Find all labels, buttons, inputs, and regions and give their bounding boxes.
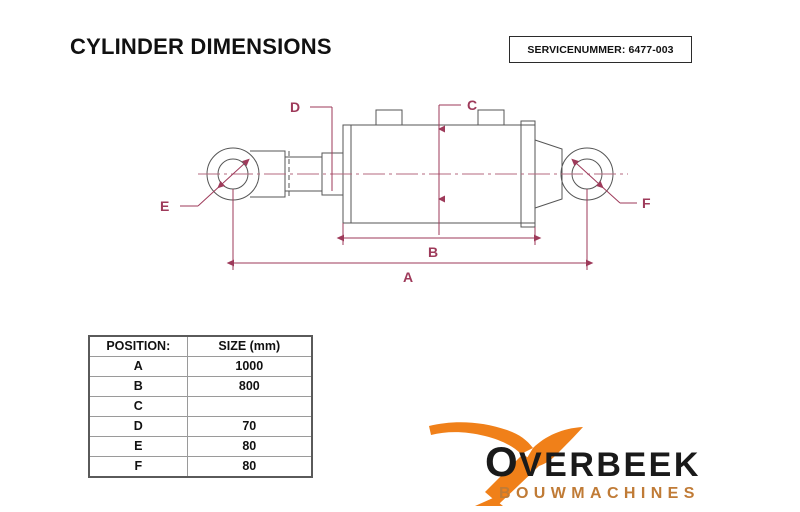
table-cell-position: A: [88, 356, 188, 377]
hydraulic-port-left: [375, 109, 403, 126]
dimension-B: [336, 223, 542, 245]
table-row: A 1000: [88, 356, 313, 377]
dimension-label-B: B: [428, 244, 438, 260]
page-title: CYLINDER DIMENSIONS: [70, 34, 332, 59]
table-cell-size: 70: [186, 416, 313, 437]
dimension-E-leader: [197, 183, 223, 207]
table-cell-position: F: [88, 456, 188, 478]
table-header-position: POSITION:: [88, 335, 188, 357]
dimension-C: [438, 104, 461, 235]
excavator-bucket-leg: [485, 454, 539, 504]
dimension-label-A: A: [403, 269, 413, 285]
hydraulic-port-right: [477, 109, 505, 126]
excavator-arm-upper: [429, 422, 533, 454]
cylinder-technical-drawing: D C E F: [150, 85, 670, 285]
table-header-row: POSITION: SIZE (mm): [88, 335, 313, 357]
table-cell-size: 1000: [186, 356, 313, 377]
table-cell-size: 80: [186, 436, 313, 457]
table-cell-size: 800: [186, 376, 313, 397]
table-row: E 80: [88, 436, 313, 457]
service-number-label: SERVICENUMMER: 6477-003: [527, 43, 674, 56]
table-row: F 80: [88, 456, 313, 478]
dimension-A: [226, 189, 594, 270]
excavator-mark-icon: [429, 422, 583, 506]
excavator-boom-tip: [527, 427, 583, 466]
dimension-E: [180, 158, 250, 207]
dimension-label-F: F: [642, 195, 651, 211]
dimension-label-C: C: [467, 97, 477, 113]
rod-shaft: [285, 156, 322, 192]
logo-initial-o: O: [485, 438, 519, 485]
table-cell-position: B: [88, 376, 188, 397]
table-row: B 800: [88, 376, 313, 397]
table-cell-size: 80: [186, 456, 313, 478]
table-cell-position: E: [88, 436, 188, 457]
dimension-label-E: E: [160, 198, 169, 214]
dimension-label-D: D: [290, 99, 300, 115]
table-cell-position: D: [88, 416, 188, 437]
dimension-D: [310, 106, 333, 191]
dimension-F-diagonal: [571, 158, 604, 189]
dimension-F-leader: [598, 183, 621, 204]
company-logo: O VERBEEK BOUWMACHINES: [415, 418, 745, 506]
table-cell-position: C: [88, 396, 188, 417]
table-cell-size: [186, 396, 313, 417]
table-row: C: [88, 396, 313, 417]
logo-tagline: BOUWMACHINES: [499, 485, 700, 502]
dimension-E-diagonal: [217, 158, 250, 189]
excavator-bucket-foot: [475, 498, 503, 506]
logo-wordmark: VERBEEK: [519, 446, 701, 484]
table-header-size: SIZE (mm): [186, 335, 313, 357]
dimension-table: POSITION: SIZE (mm) A 1000 B 800 C D 70: [88, 335, 313, 478]
dimension-F: [571, 158, 637, 204]
service-number-box: SERVICENUMMER: 6477-003: [509, 36, 692, 63]
table-row: D 70: [88, 416, 313, 437]
